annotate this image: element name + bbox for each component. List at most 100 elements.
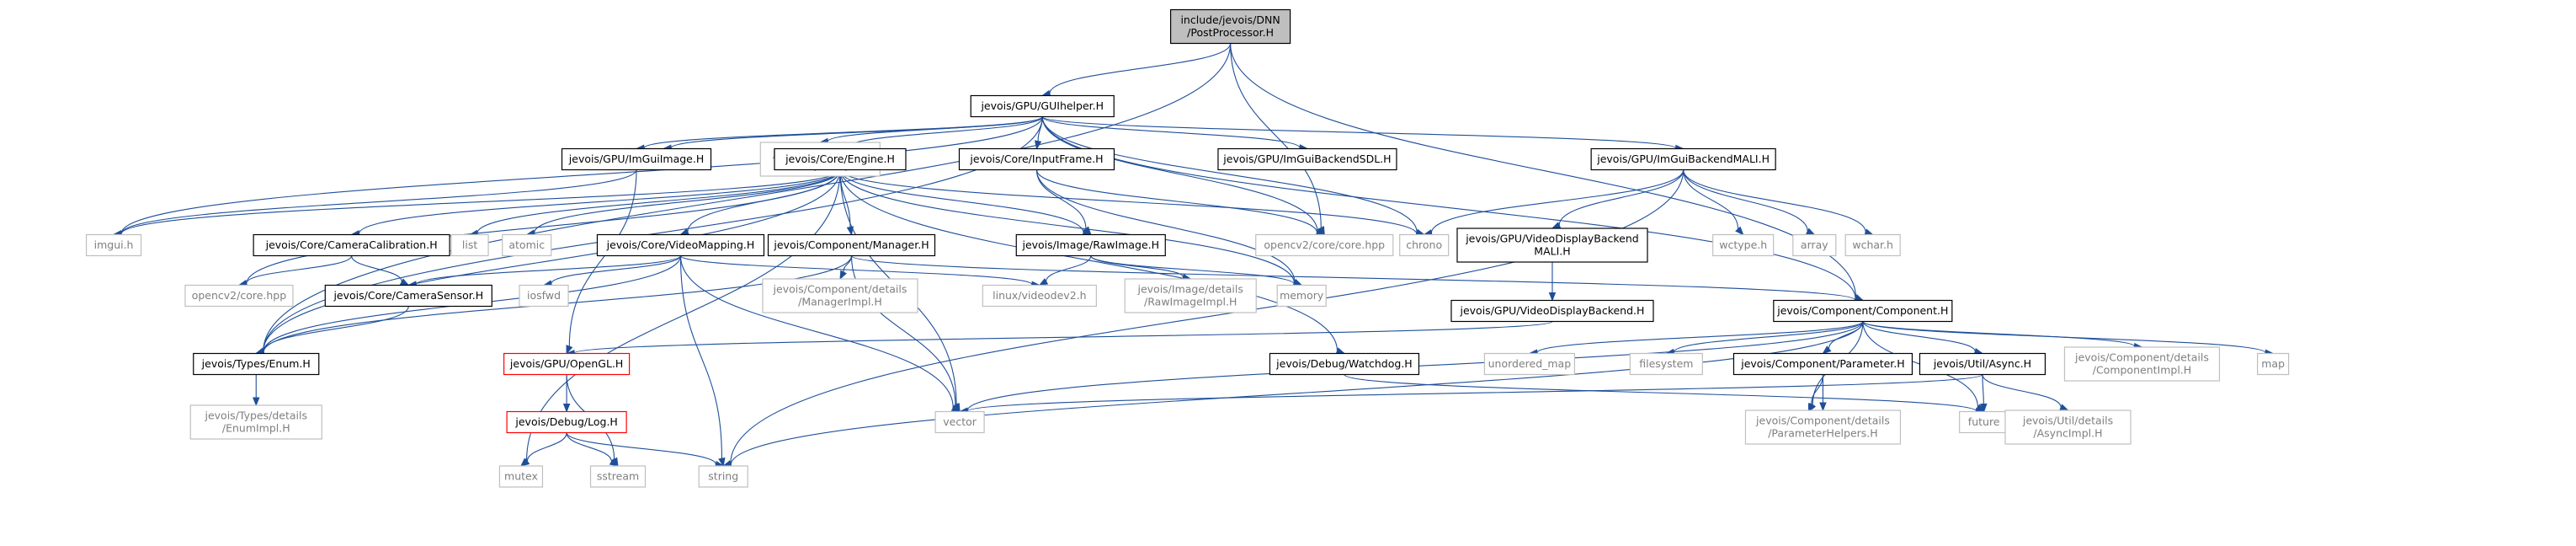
node-map[interactable]: map bbox=[2257, 352, 2290, 376]
node-string[interactable]: string bbox=[698, 465, 748, 488]
node-box bbox=[1844, 233, 1901, 257]
node-box bbox=[1450, 299, 1654, 323]
node-label: jevois/Image/details bbox=[1136, 283, 1243, 296]
node-wchar[interactable]: wchar.h bbox=[1844, 233, 1901, 257]
edge-cameracal-to-camerasensor bbox=[351, 255, 402, 282]
node-label: jevois/Core/VideoMapping.H bbox=[606, 238, 755, 251]
node-componentimpl[interactable]: jevois/Component/details/ComponentImpl.H bbox=[2063, 346, 2221, 382]
node-root[interactable]: include/jevois/DNN/PostProcessor.H bbox=[1169, 8, 1291, 45]
node-label: /PostProcessor.H bbox=[1187, 26, 1274, 39]
edge-cameracal-to-opencv2core bbox=[246, 255, 353, 284]
edge-root-to-guihelper bbox=[1049, 43, 1232, 94]
node-linuxvideodev[interactable]: linux/videodev2.h bbox=[982, 284, 1097, 308]
node-future[interactable]: future bbox=[1959, 410, 2009, 434]
node-label: jevois/Core/CameraSensor.H bbox=[333, 289, 483, 302]
node-box bbox=[1255, 233, 1394, 257]
node-parameter[interactable]: jevois/Component/Parameter.H bbox=[1732, 352, 1913, 376]
node-label: wchar.h bbox=[1852, 238, 1893, 251]
node-rawimage[interactable]: jevois/Image/RawImage.H bbox=[1015, 233, 1166, 257]
node-mutex[interactable]: mutex bbox=[498, 465, 544, 488]
node-label: jevois/Util/Async.H bbox=[1933, 357, 2031, 370]
node-vector[interactable]: vector bbox=[934, 410, 985, 434]
edge-imguiimage-to-imgui bbox=[120, 169, 637, 234]
node-videodispbackend[interactable]: jevois/GPU/VideoDisplayBackend.H bbox=[1450, 299, 1654, 323]
edge-videodispbackend-to-opengl bbox=[573, 321, 1553, 354]
node-box bbox=[503, 352, 631, 376]
edge-arrowhead bbox=[1548, 292, 1557, 302]
node-imguiimage[interactable]: jevois/GPU/ImGuiImage.H bbox=[561, 147, 712, 171]
node-videomapping[interactable]: jevois/Core/VideoMapping.H bbox=[596, 233, 765, 257]
node-cameracal[interactable]: jevois/Core/CameraCalibration.H bbox=[253, 233, 450, 257]
edge-engine-to-imgui bbox=[120, 169, 841, 234]
node-label: future bbox=[1968, 415, 2000, 428]
edge-guihelper-to-opencvcorehpp bbox=[1041, 116, 1318, 233]
edge-videomapping-to-camerasensor bbox=[415, 255, 682, 286]
node-imguisdl[interactable]: jevois/GPU/ImGuiBackendSDL.H bbox=[1217, 147, 1397, 171]
node-iosfwd[interactable]: iosfwd bbox=[519, 284, 569, 308]
node-async[interactable]: jevois/Util/Async.H bbox=[1919, 352, 2046, 376]
edge-engine-to-atomic bbox=[533, 169, 841, 233]
node-box bbox=[1217, 147, 1397, 171]
node-box bbox=[502, 233, 552, 257]
node-memory[interactable]: memory bbox=[1276, 284, 1327, 308]
node-label: jevois/Component/Parameter.H bbox=[1740, 357, 1904, 370]
node-inputframe[interactable]: jevois/Core/InputFrame.H bbox=[958, 147, 1115, 171]
node-label: jevois/Types/details bbox=[205, 410, 307, 422]
node-atomic[interactable]: atomic bbox=[502, 233, 552, 257]
node-compmanager[interactable]: jevois/Component/Manager.H bbox=[767, 233, 936, 257]
node-sstream[interactable]: sstream bbox=[589, 465, 647, 488]
node-label: opencv2/core.hpp bbox=[192, 289, 287, 302]
node-filesystem[interactable]: filesystem bbox=[1629, 352, 1703, 376]
node-label: /RawImageImpl.H bbox=[1144, 296, 1237, 308]
node-guihelper[interactable]: jevois/GPU/GUIhelper.H bbox=[970, 94, 1115, 118]
node-label: jevois/Image/RawImage.H bbox=[1021, 238, 1159, 251]
node-list[interactable]: list bbox=[450, 233, 489, 257]
node-label: jevois/GPU/VideoDisplayBackend bbox=[1465, 233, 1639, 245]
node-imgui[interactable]: imgui.h bbox=[85, 233, 142, 257]
node-opencvcorehpp[interactable]: opencv2/core/core.hpp bbox=[1255, 233, 1394, 257]
node-managerimpl[interactable]: jevois/Component/details/ManagerImpl.H bbox=[762, 278, 918, 313]
node-box bbox=[561, 147, 712, 171]
node-wctype[interactable]: wctype.h bbox=[1712, 233, 1775, 257]
node-box bbox=[506, 410, 627, 434]
edge-async-to-asyncimpl bbox=[1982, 374, 2062, 408]
edge-guihelper-to-imguimali bbox=[1041, 116, 1677, 149]
node-label: jevois/Component/details bbox=[2074, 351, 2209, 364]
edge-engine-to-mutex bbox=[526, 169, 841, 461]
node-enum[interactable]: jevois/Types/Enum.H bbox=[193, 352, 320, 376]
node-component[interactable]: jevois/Component/Component.H bbox=[1773, 299, 1953, 323]
node-watchdog[interactable]: jevois/Debug/Watchdog.H bbox=[1269, 352, 1420, 376]
node-log[interactable]: jevois/Debug/Log.H bbox=[506, 410, 627, 434]
node-camerasensor[interactable]: jevois/Core/CameraSensor.H bbox=[324, 284, 492, 308]
node-engine[interactable]: jevois/Core/Engine.H bbox=[774, 147, 907, 171]
node-asyncimpl[interactable]: jevois/Util/details/AsyncImpl.H bbox=[2004, 410, 2132, 445]
node-rawimageimpl[interactable]: jevois/Image/details/RawImageImpl.H bbox=[1124, 278, 1257, 313]
node-label: atomic bbox=[508, 238, 545, 251]
node-label: jevois/Component/Manager.H bbox=[773, 238, 929, 251]
edge-engine-to-enum bbox=[263, 169, 841, 351]
edge-engine-to-memory bbox=[839, 169, 1295, 284]
node-unorderedmap[interactable]: unordered_map bbox=[1483, 352, 1576, 376]
node-box bbox=[698, 465, 748, 488]
node-label: /EnumImpl.H bbox=[222, 422, 290, 435]
node-box bbox=[1744, 410, 1902, 445]
node-chrono[interactable]: chrono bbox=[1399, 233, 1450, 257]
node-opencv2core[interactable]: opencv2/core.hpp bbox=[184, 284, 294, 308]
edge-engine-to-chrono bbox=[839, 169, 1418, 234]
edge-imguimali-to-wctype bbox=[1683, 169, 1739, 229]
edge-arrowhead bbox=[1807, 403, 1815, 413]
node-array[interactable]: array bbox=[1792, 233, 1837, 257]
edge-component-to-string bbox=[730, 321, 1864, 465]
node-label: /ManagerImpl.H bbox=[798, 296, 882, 308]
node-label: unordered_map bbox=[1488, 357, 1572, 370]
node-paramhelpers[interactable]: jevois/Component/details/ParameterHelper… bbox=[1744, 410, 1902, 445]
node-label: memory bbox=[1280, 289, 1324, 302]
edge-compmanager-to-component bbox=[850, 255, 1856, 301]
node-label: imgui.h bbox=[94, 238, 134, 251]
node-imguimali[interactable]: jevois/GPU/ImGuiBackendMALI.H bbox=[1590, 147, 1776, 171]
edge-guihelper-to-imguisdl bbox=[1041, 116, 1301, 148]
node-opengl[interactable]: jevois/GPU/OpenGL.H bbox=[503, 352, 631, 376]
node-enumimpl[interactable]: jevois/Types/details/EnumImpl.H bbox=[189, 404, 322, 440]
node-box bbox=[774, 147, 907, 171]
